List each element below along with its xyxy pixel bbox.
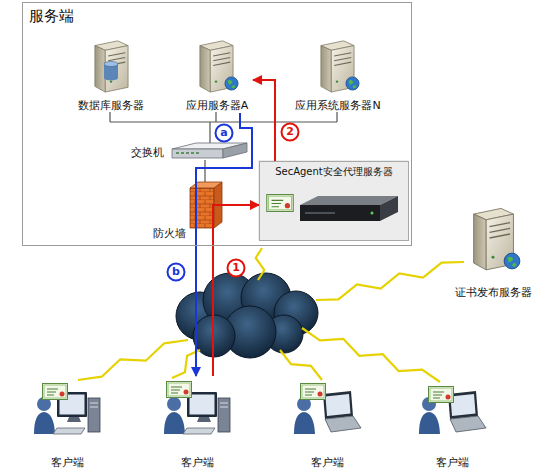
agent-panel [258,160,408,240]
certificate-badge [43,382,454,403]
node-label: 交换机 [131,146,164,159]
switch-node: 交换机 [129,137,247,167]
node-label: 客户端 [158,456,237,469]
server-node: 应用系统服务器N [291,39,385,113]
server-node: 数据库服务器 [69,39,153,113]
switch-icon [172,143,247,158]
server-node: 证书发布服务器 [443,205,543,300]
node-label: 客户端 [288,456,367,469]
lightning-link [316,262,464,300]
callout-ring [168,124,299,281]
proxy-box: SecAgent安全代理服务器 [259,161,409,241]
client-icons [34,391,486,434]
client-node: 客户端 [28,376,107,470]
zone-title: 服务端 [29,7,74,25]
wireless-link [78,248,464,382]
flow-arrow [196,113,252,376]
node-label: 客户端 [413,456,492,469]
node-label: 应用系统服务器N [291,99,385,112]
node-label: 防火墙 [153,227,186,240]
server-zone: 服务端数据库服务器 应用服务器A 应用系统服务器N 交换机防火墙 SecAgent安全代… [22,2,412,246]
database-symbol [104,62,118,81]
lightning-link [302,328,440,382]
node-label: 客户端 [28,456,107,469]
network-cloud [176,273,318,358]
server-node: 应用服务器A [181,39,253,113]
firewall-node: 防火墙 [151,179,226,245]
callout-number: 1 [228,260,244,276]
client-node: 客户端 [413,376,492,470]
node-label: 数据库服务器 [69,99,153,112]
client-node: 客户端 [158,376,237,470]
server-icons [95,41,520,270]
lightning-link [78,340,188,380]
callout-number: b [168,264,184,280]
agent-device [300,196,398,221]
callout-number: a [216,125,232,141]
node-label: 证书发布服务器 [443,286,543,299]
lightning-link [280,350,322,380]
flow-arrow [213,205,259,376]
node-label: 应用服务器A [181,99,253,112]
lightning-link [256,248,265,280]
node-label: SecAgent安全代理服务器 [264,166,404,178]
certificate-badge [267,195,293,212]
flow-arrow [253,80,275,161]
client-node: 客户端 [288,376,367,470]
callout-number: 2 [282,124,298,140]
